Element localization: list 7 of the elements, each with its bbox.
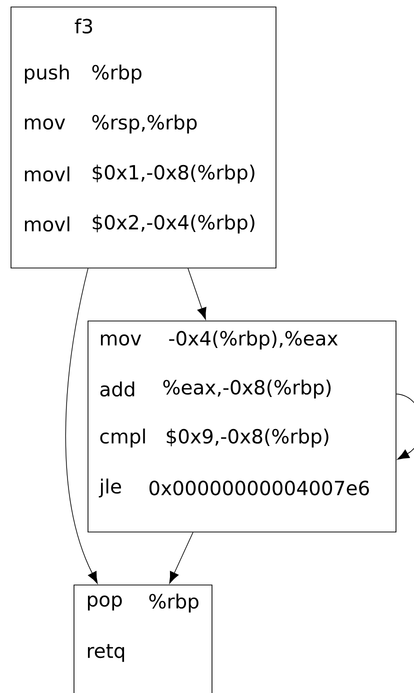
- arrow: [169, 532, 194, 584]
- code-block-box: pop %rbp retq: [74, 584, 212, 693]
- arrow: [188, 268, 206, 320]
- code-block-box: mov -0x4(%rbp),%eax add %eax,-0x8(%rbp) cmpl $0x9,-0x8(%rbp) jle 0x00000000004007e6: [88, 320, 396, 532]
- arrow: [396, 394, 414, 460]
- code-block-box: f3 push %rbp mov %rsp,%rbp movl $0x1,-0x8(%rbp) movl $0x2,-0x4(%rbp): [10, 6, 276, 268]
- arrow: [65, 268, 98, 584]
